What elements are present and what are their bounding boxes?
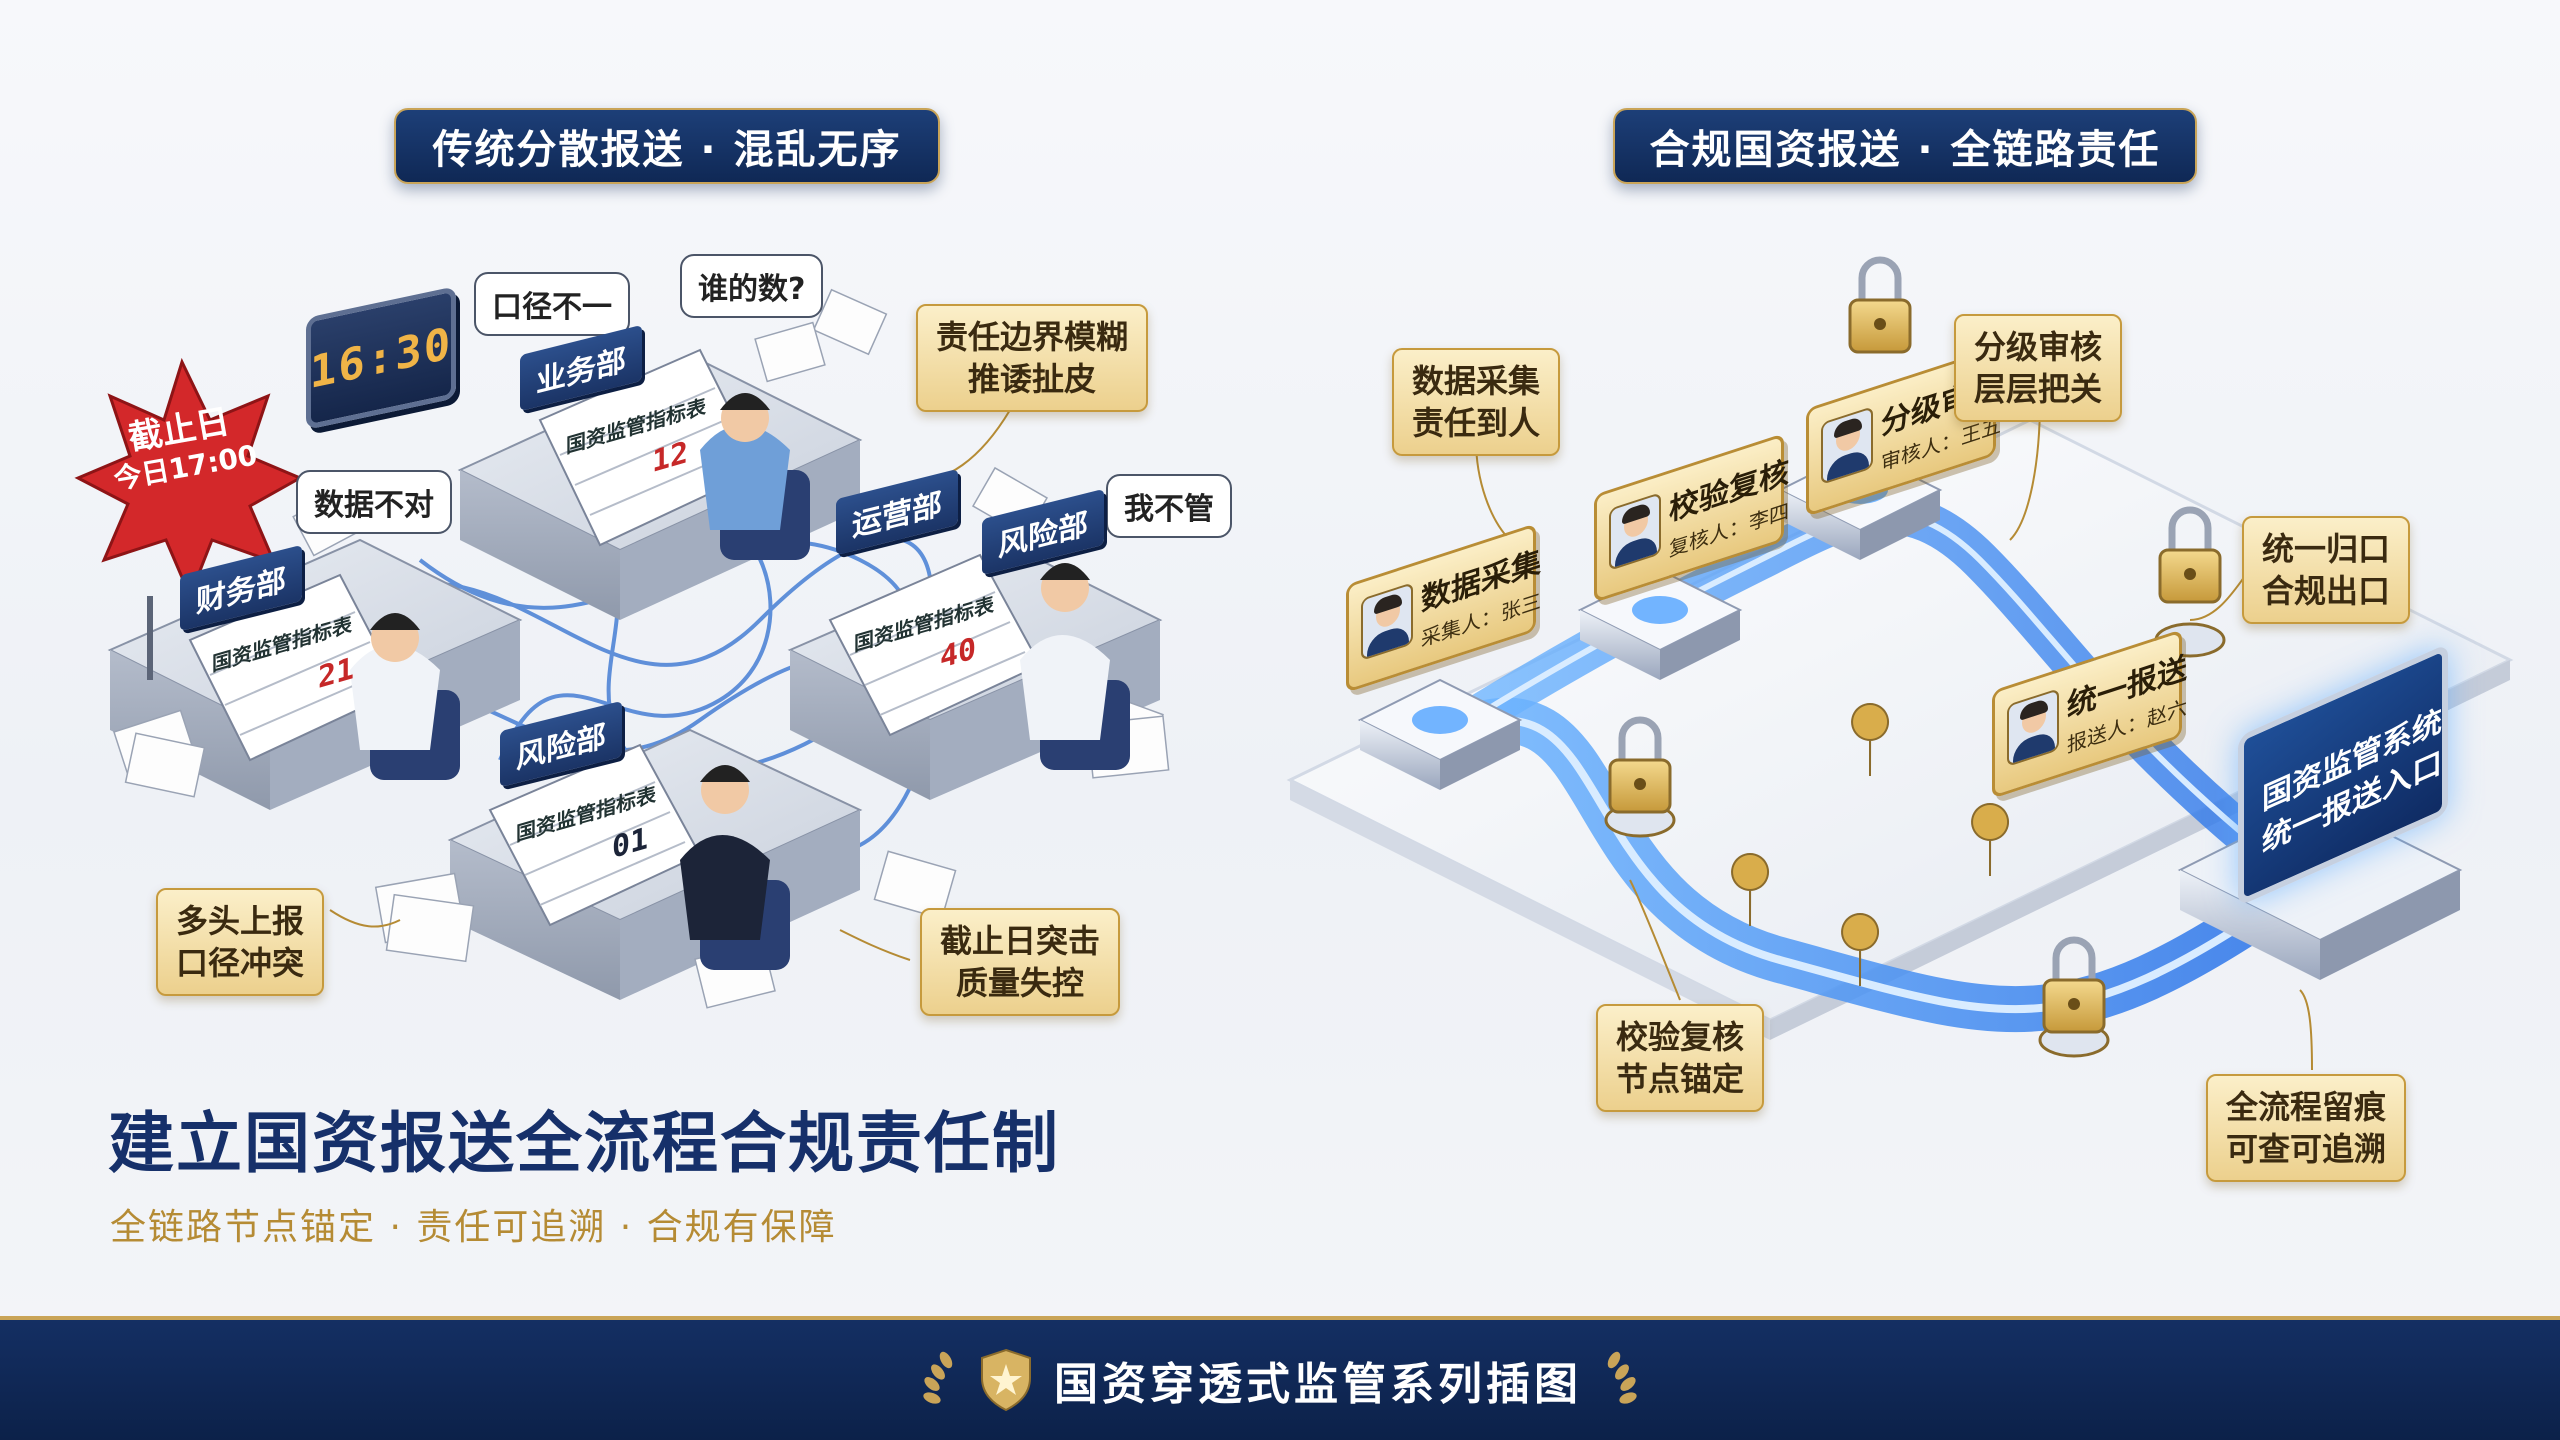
avatar: [1361, 582, 1413, 661]
worker-finance: [350, 613, 460, 780]
sheet-grid-lines: [209, 387, 1026, 906]
footer-banner: 国资穿透式监管系列插图: [0, 1316, 2560, 1440]
footer-series-title: 国资穿透式监管系列插图: [1054, 1359, 1582, 1410]
bubble-not-my-job: 我不管: [1106, 474, 1232, 538]
callout-boundary: 责任边界模糊 推诿扯皮: [916, 304, 1149, 413]
padlock-bottom: [2038, 936, 2110, 1058]
worker-risk: [680, 765, 790, 970]
avatar: [1609, 492, 1661, 571]
padlock-middle-left: [1604, 716, 1676, 838]
shield-icon: [981, 1348, 1031, 1412]
laurel-left-icon: [923, 1351, 953, 1404]
pad-collect: [1357, 678, 1523, 790]
padlock-top: [1848, 256, 1912, 354]
callout-collect: 数据采集 责任到人: [1392, 348, 1561, 457]
location-pins: [1731, 703, 2010, 987]
callout-exit: 统一归口 合规出口: [2242, 516, 2411, 625]
avatar: [1821, 406, 1873, 485]
left-section-heading: 传统分散报送 · 混乱无序: [394, 108, 940, 184]
chaotic-office-illustration: [74, 288, 1170, 1009]
callout-deadline-rush: 截止日突击 质量失控: [920, 908, 1121, 1017]
worker-business: [700, 393, 810, 560]
callout-trace: 全流程留痕 可查可追溯: [2206, 1074, 2407, 1183]
callout-review: 分级审核 层层把关: [1954, 314, 2123, 423]
pad-verify: [1577, 568, 1743, 680]
avatar: [2007, 688, 2059, 767]
compliant-flow-illustration: [1286, 256, 2514, 1071]
callout-multi-report: 多头上报 口径冲突: [156, 888, 325, 997]
laurel-right-icon: [1607, 1351, 1637, 1404]
report-sheets: [188, 348, 1042, 927]
bubble-inconsistent: 口径不一: [474, 272, 630, 336]
right-section-heading: 合规国资报送 · 全链路责任: [1613, 108, 2197, 184]
callout-verify: 校验复核 节点锚定: [1596, 1004, 1765, 1113]
bubble-whose-data: 谁的数?: [680, 254, 824, 318]
worker-operations: [1020, 563, 1130, 770]
bubble-wrong-data: 数据不对: [296, 470, 452, 534]
main-title: 建立国资报送全流程合规责任制: [108, 1105, 1060, 1182]
subtitle: 全链路节点锚定 · 责任可追溯 · 合规有保障: [110, 1207, 837, 1248]
